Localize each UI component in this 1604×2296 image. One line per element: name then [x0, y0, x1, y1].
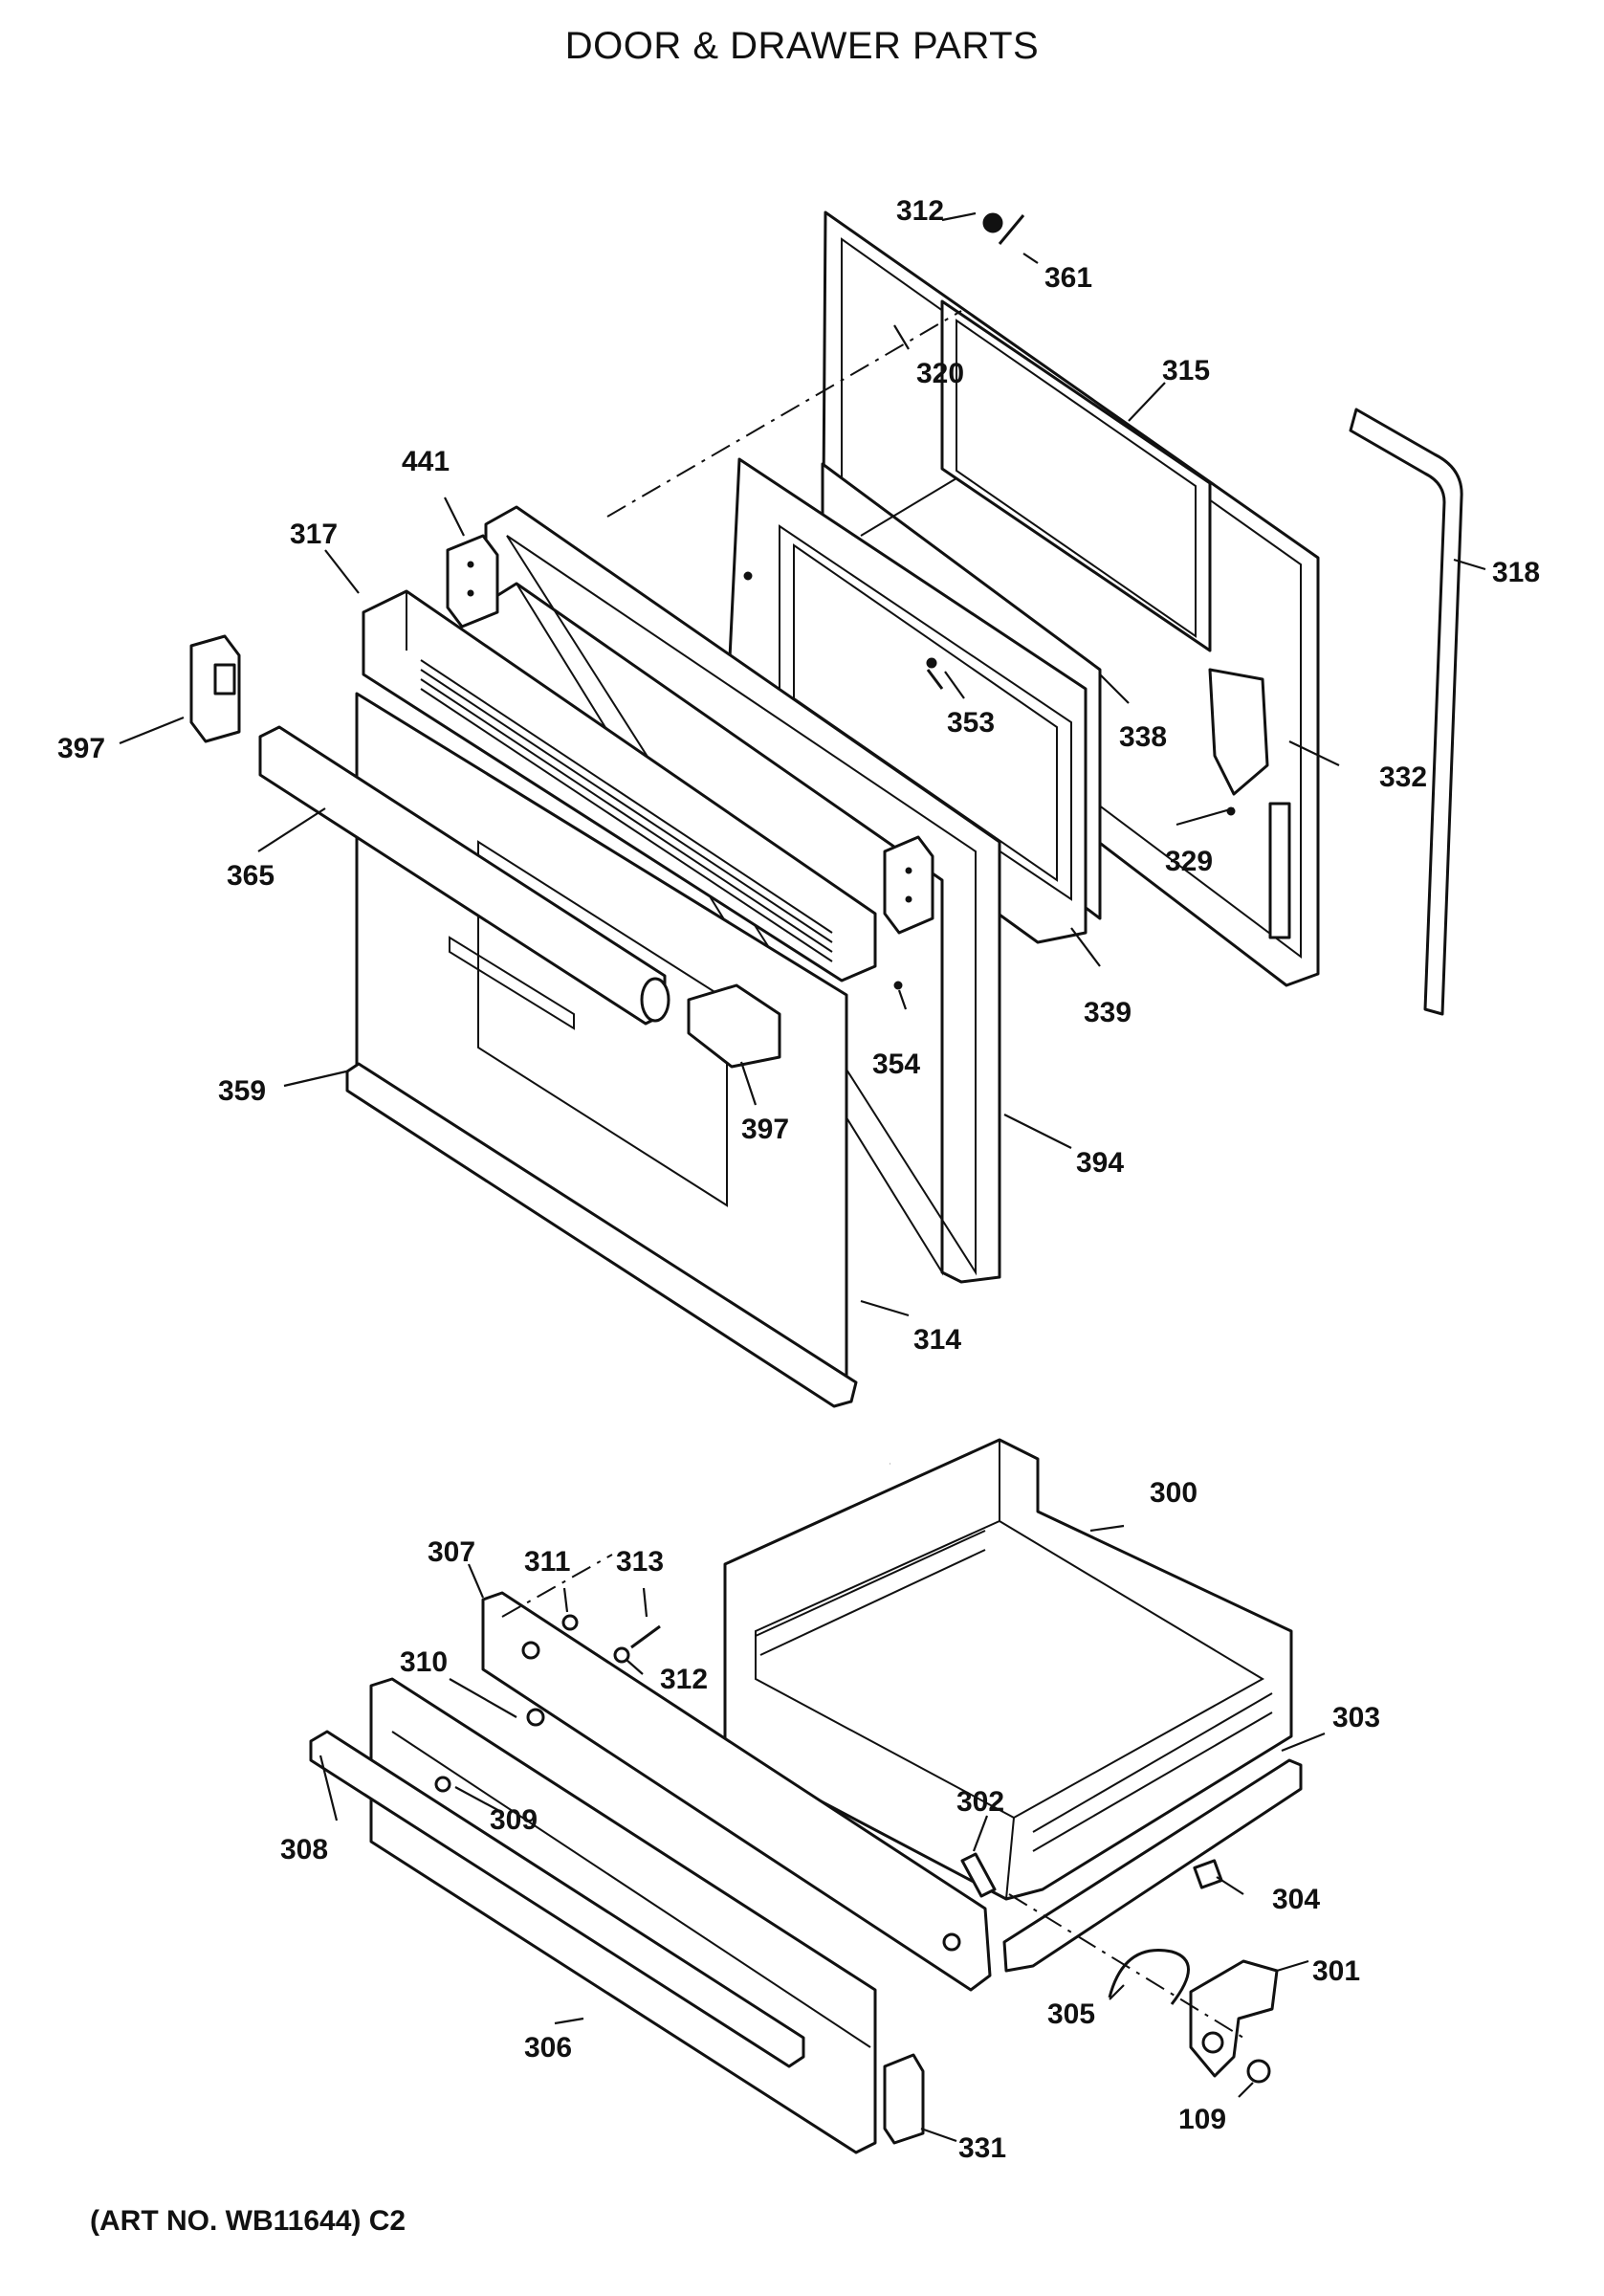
drawer-pin [960, 1852, 997, 1898]
drawer-front-inner-panel [481, 1591, 992, 1992]
callout-320: 320 [916, 358, 964, 389]
callout-309: 309 [490, 1804, 538, 1836]
door-bottom-trim [345, 1062, 858, 1408]
leader-lines [119, 211, 1486, 2143]
callout-394: 394 [1076, 1147, 1124, 1179]
hinge-bracket-right [883, 835, 934, 935]
drawer-bracket-nut [1246, 2059, 1271, 2084]
callout-353: 353 [947, 707, 995, 739]
callout-359: 359 [218, 1075, 266, 1107]
drawer-handle [309, 1730, 805, 2068]
door-gasket [1349, 408, 1463, 1016]
hinge-bracket-left [446, 534, 499, 629]
callout-312: 312 [896, 195, 944, 227]
door-screws [743, 212, 1236, 990]
callout-306: 306 [524, 2032, 572, 2064]
drawer-bracket-bottom [883, 2053, 925, 2145]
drawer-fasteners [561, 1614, 661, 1664]
diagram-title: DOOR & DRAWER PARTS [564, 25, 1040, 67]
callout-312-drawer: 312 [660, 1664, 708, 1695]
callout-339: 339 [1084, 997, 1132, 1028]
callout-354: 354 [872, 1049, 920, 1080]
callout-302: 302 [956, 1786, 1004, 1818]
callout-313: 313 [616, 1546, 664, 1578]
callout-310: 310 [400, 1646, 448, 1678]
callout-329: 329 [1165, 846, 1213, 877]
callout-397-upper: 397 [57, 733, 105, 764]
handle-end-cap-upper [189, 634, 241, 743]
callout-315: 315 [1162, 355, 1210, 386]
door-handle [258, 725, 670, 1026]
callout-109: 109 [1178, 2104, 1226, 2135]
callout-311: 311 [524, 1546, 570, 1578]
callout-365: 365 [227, 860, 275, 892]
drawer-rail [1002, 1758, 1303, 1973]
callout-301: 301 [1312, 1955, 1360, 1987]
door-vent-trim [362, 589, 877, 982]
callout-300: 300 [1150, 1477, 1198, 1509]
callout-332: 332 [1379, 762, 1427, 793]
callout-441: 441 [402, 446, 450, 477]
callout-338: 338 [1119, 721, 1167, 753]
callout-331: 331 [958, 2132, 1006, 2164]
drawer-bracket [1189, 1959, 1279, 2078]
callout-317: 317 [290, 519, 338, 550]
callout-397-lower: 397 [741, 1114, 789, 1145]
callout-318: 318 [1492, 557, 1540, 588]
door-inner-liner [821, 210, 1320, 987]
assembly-lines [501, 310, 1244, 2039]
callout-307: 307 [428, 1536, 475, 1568]
callout-305: 305 [1047, 1998, 1095, 2030]
drawer-body [723, 1438, 1293, 1901]
drawer-spring-clip [1108, 1949, 1190, 2005]
callout-314: 314 [913, 1324, 961, 1356]
callout-361: 361 [1044, 262, 1092, 294]
art-number: (ART NO. WB11644) C2 [90, 2205, 406, 2237]
callout-308: 308 [280, 1834, 328, 1866]
callout-numbers: 312 361 320 315 318 441 317 353 338 332 … [57, 195, 1540, 2164]
callout-303: 303 [1332, 1702, 1380, 1733]
drawer-roller [1193, 1859, 1223, 1889]
handle-end-cap-lower [687, 983, 781, 1069]
callout-304: 304 [1272, 1884, 1320, 1915]
